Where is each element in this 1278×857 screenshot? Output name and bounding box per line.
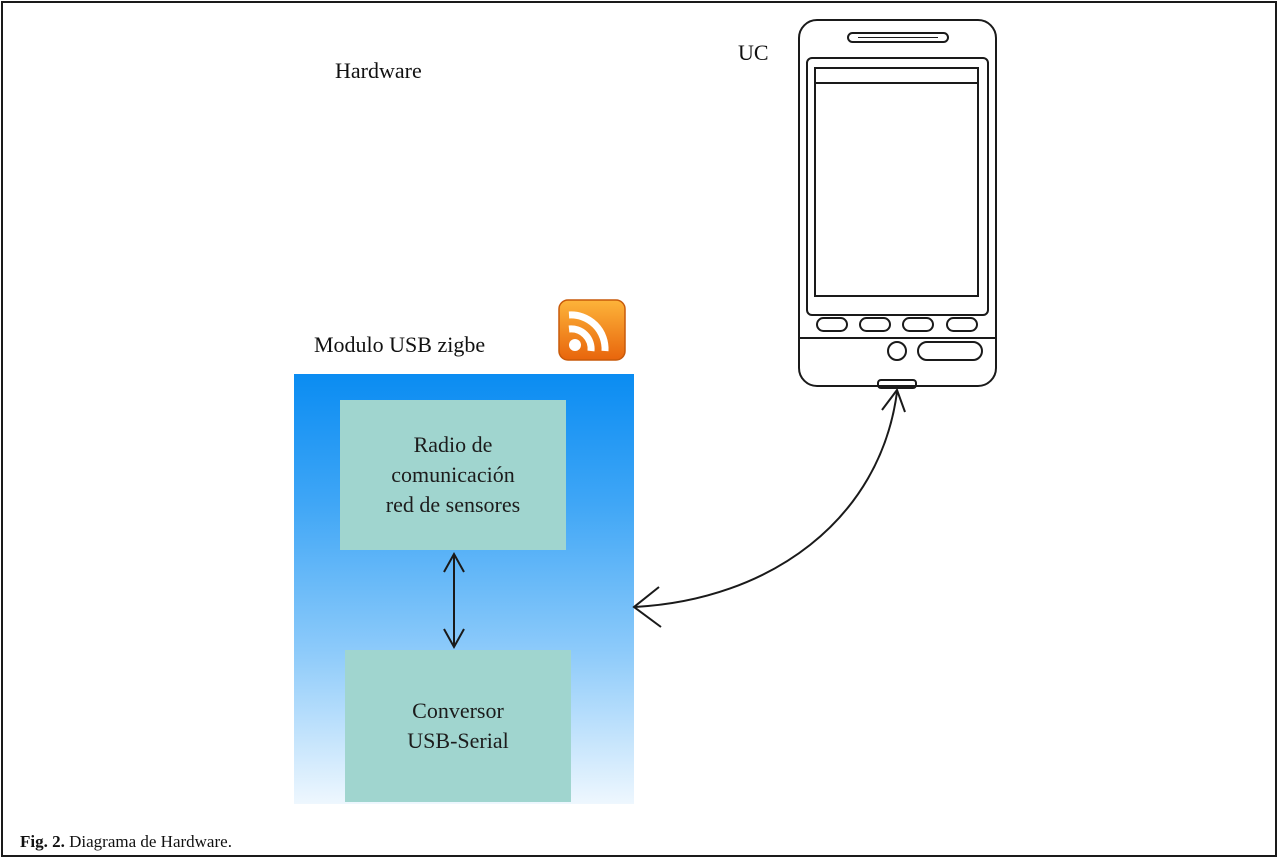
hardware-label: Hardware: [335, 58, 422, 83]
radio-block: Radio de comunicación red de sensores: [340, 400, 566, 550]
converter-line-1: Conversor: [412, 698, 504, 723]
internal-bidirectional-arrow: [443, 551, 465, 650]
caption-text: Diagrama de Hardware.: [64, 832, 232, 851]
rss-feed-icon: [558, 299, 626, 361]
radio-line-2: comunicación: [391, 462, 515, 487]
smartphone-icon: [798, 19, 997, 389]
radio-line-1: Radio de: [413, 432, 493, 457]
radio-line-3: red de sensores: [385, 492, 521, 517]
converter-block: Conversor USB-Serial: [345, 650, 571, 802]
figure-caption: Fig. 2. Diagrama de Hardware.: [20, 832, 232, 852]
converter-line-2: USB-Serial: [407, 728, 509, 753]
uc-label: UC: [738, 40, 769, 65]
wireless-link-arrow: [632, 387, 906, 628]
usb-module-label: Modulo USB zigbe: [314, 332, 486, 357]
caption-label: Fig. 2.: [20, 832, 65, 851]
